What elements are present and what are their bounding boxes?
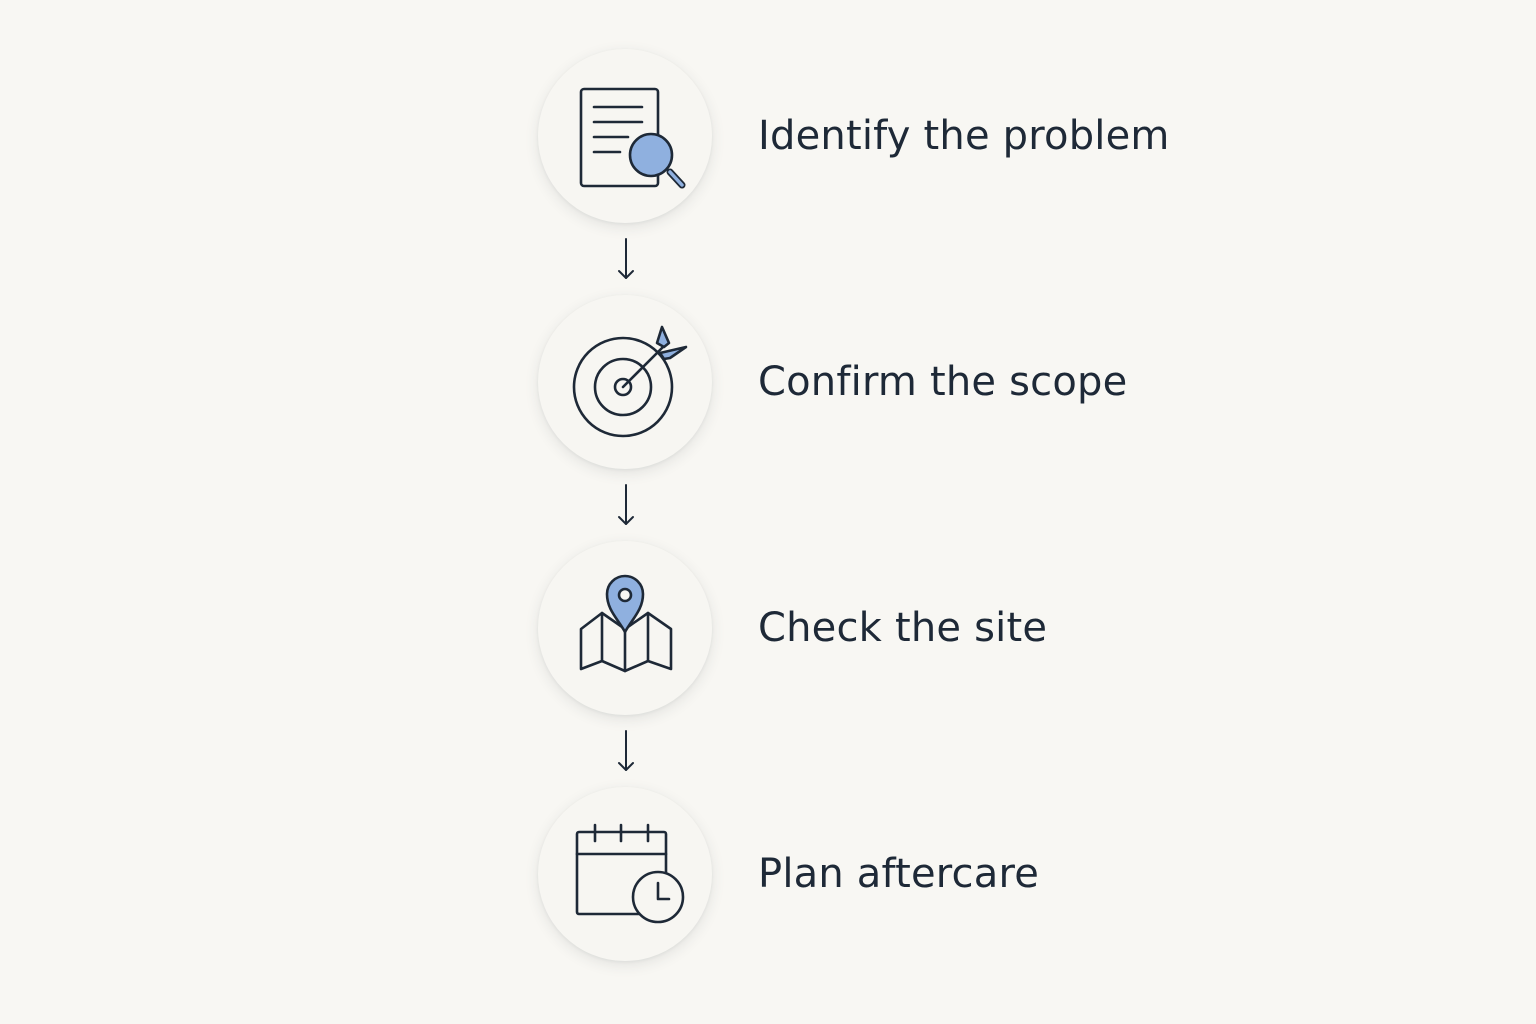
step-label: Check the site: [758, 605, 1048, 651]
step-identify-problem: Identify the problem: [538, 49, 1238, 223]
step-icon-circle: [538, 541, 712, 715]
map-pin-icon: [579, 574, 673, 673]
step-label: Confirm the scope: [758, 359, 1128, 405]
step-check-site: Check the site: [538, 541, 1238, 715]
step-icon-circle: [538, 787, 712, 961]
step-label: Plan aftercare: [758, 851, 1040, 897]
calendar-clock-icon: [575, 823, 685, 924]
down-arrow-icon: [614, 728, 638, 774]
step-icon-circle: [538, 295, 712, 469]
document-magnifier-icon: [579, 87, 686, 189]
step-label: Identify the problem: [758, 113, 1170, 159]
step-icon-circle: [538, 49, 712, 223]
step-confirm-scope: Confirm the scope: [538, 295, 1238, 469]
down-arrow-icon: [614, 482, 638, 528]
target-arrow-icon: [572, 325, 688, 438]
down-arrow-icon: [614, 236, 638, 282]
step-plan-aftercare: Plan aftercare: [538, 787, 1238, 961]
